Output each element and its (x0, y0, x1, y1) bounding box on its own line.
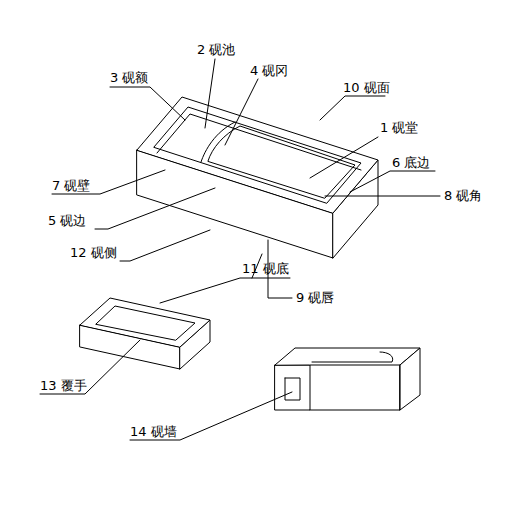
leader-line (160, 278, 290, 303)
leader-lines (40, 59, 440, 440)
cover-top (80, 298, 210, 347)
callout-label: 2 砚池 (197, 42, 235, 58)
leader-line (225, 79, 258, 145)
callout-label: 13 覆手 (40, 378, 87, 394)
callout-label: 12 砚侧 (70, 245, 117, 261)
leader-line (320, 96, 385, 120)
callout-label: 6 底边 (392, 155, 430, 171)
callout-label: 8 砚角 (444, 188, 482, 204)
callout-label: 11 砚底 (242, 261, 289, 277)
ridge (201, 122, 235, 162)
leader-line (120, 230, 210, 261)
ink-hall (208, 126, 355, 198)
leader-line (325, 196, 440, 197)
callout-label: 5 砚边 (48, 213, 86, 229)
recess-rim (154, 107, 361, 203)
callout-label: 4 砚冈 (250, 63, 288, 79)
callout-label: 7 砚壁 (52, 178, 90, 194)
leader-line (205, 59, 215, 128)
wall-front (275, 365, 310, 410)
wall-top (275, 348, 420, 365)
callout-label: 10 砚面 (343, 80, 390, 96)
wall-groove (312, 352, 393, 362)
callout-label: 1 砚堂 (380, 120, 418, 136)
wall-base (310, 365, 400, 410)
wall-notch (285, 378, 300, 400)
leader-line (52, 170, 165, 194)
leader-line (110, 87, 185, 120)
leader-line (95, 188, 215, 229)
cover-recess (96, 306, 195, 340)
leader-line (310, 137, 378, 178)
leader-line (130, 392, 292, 440)
recess-wall (157, 114, 361, 170)
callout-label: 3 砚额 (110, 70, 148, 86)
callout-label: 14 砚墙 (130, 424, 177, 440)
wall-side (400, 348, 420, 410)
leader-line (350, 171, 435, 192)
leader-line (40, 340, 140, 394)
callout-label: 9 砚唇 (296, 290, 334, 306)
